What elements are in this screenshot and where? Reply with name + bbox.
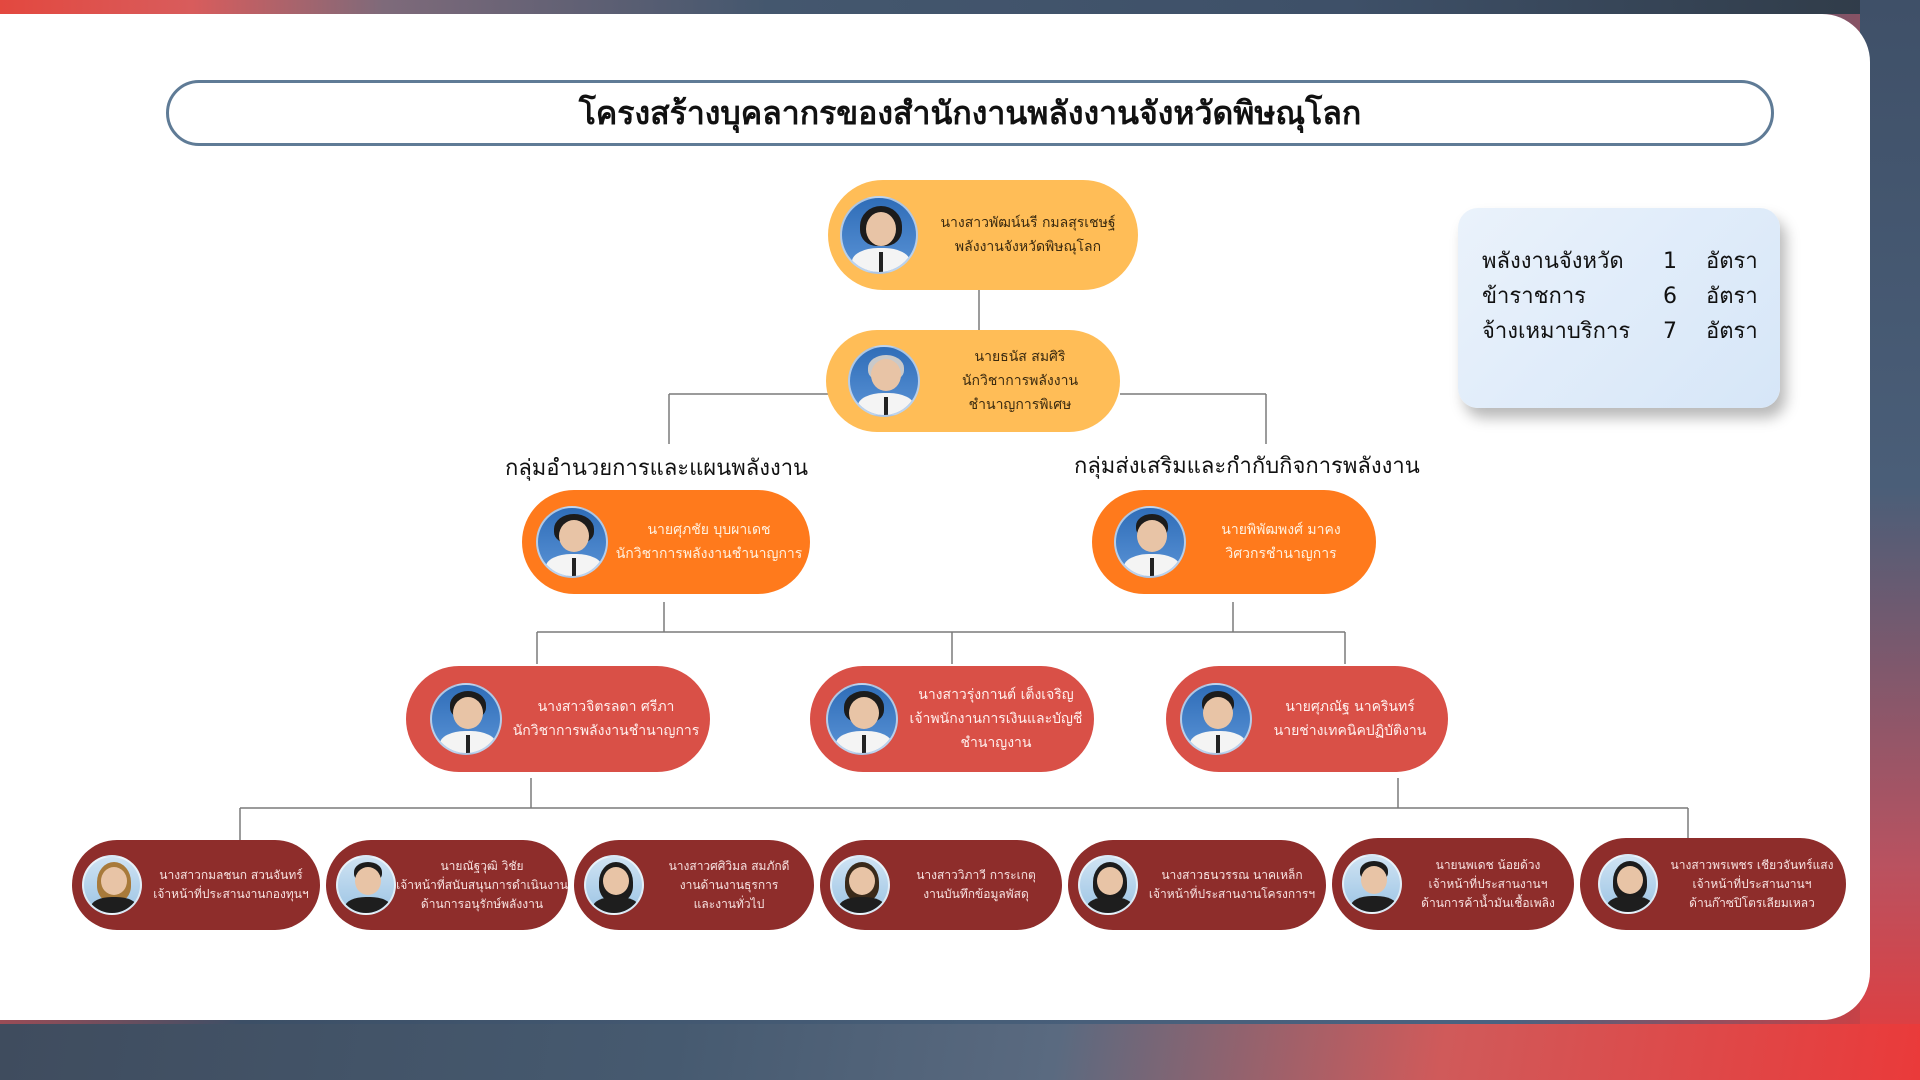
group-label-admin: กลุ่มอำนวยการและแผนพลังงาน (505, 456, 809, 481)
person-photo (830, 855, 890, 915)
stat-label: จ้างเหมาบริการ (1482, 319, 1631, 344)
node-text: นายณัฐวุฒิ วิชัย เจ้าหน้าที่สนับสนุนการด… (396, 857, 568, 914)
node-promotion-group-lead[interactable]: นายพิพัฒพงศ์ มาคง วิศวกรชำนาญการ (1092, 490, 1376, 594)
stat-count: 7 (1663, 319, 1677, 344)
person-name: นางสาวพัฒน์นรี กมลสุรเชษฐ์ (940, 215, 1116, 231)
person-title: นายช่างเทคนิคปฏิบัติงาน (1273, 723, 1427, 739)
staff-count-panel: พลังงานจังหวัด 1 อัตรา ข้าราชการ 6 อัตรา… (1458, 208, 1780, 408)
person-title: ด้านก๊าซปิโตรเลียมเหลว (1689, 895, 1815, 910)
person-photo (1598, 854, 1658, 914)
node-text: นางสาวรุ่งกานต์ เต็งเจริญ เจ้าพนักงานการ… (898, 683, 1094, 755)
person-title: นักวิชาการพลังงานชำนาญการ (615, 546, 803, 562)
person-title: ด้านการค้าน้ำมันเชื้อเพลิง (1421, 895, 1555, 910)
group-label-promotion: กลุ่มส่งเสริมและกำกับกิจการพลังงาน (1074, 454, 1420, 479)
person-photo (1114, 506, 1186, 578)
background-right-band (1860, 0, 1920, 1080)
person-title: เจ้าหน้าที่ประสานงานฯ (1692, 876, 1812, 891)
person-title: งานบันทึกข้อมูลพัสดุ (923, 887, 1029, 901)
person-photo (336, 855, 396, 915)
person-photo (840, 196, 918, 274)
stat-row: จ้างเหมาบริการ 7 อัตรา (1482, 314, 1758, 349)
person-name: นางสาวจิตรลดา ศรีภา (537, 699, 675, 715)
person-name: นางสาวศศิวิมล สมภักดี (668, 858, 790, 873)
person-photo (1342, 854, 1402, 914)
person-photo (82, 855, 142, 915)
node-staff[interactable]: นางสาวกมลชนก สวนจันทร์ เจ้าหน้าที่ประสาน… (72, 840, 320, 930)
person-title: เจ้าพนักงานการเงินและบัญชี (909, 711, 1083, 727)
background-bottom-band (0, 1024, 1920, 1080)
person-name: นางสาวธนวรรณ นาคเหล็ก (1161, 868, 1303, 882)
stat-unit: อัตรา (1706, 249, 1758, 274)
node-text: นางสาวกมลชนก สวนจันทร์ เจ้าหน้าที่ประสาน… (142, 866, 320, 904)
person-name: นายณัฐวุฒิ วิชัย (440, 858, 524, 873)
person-title: นักวิชาการพลังงาน (961, 373, 1079, 389)
stat-label: ข้าราชการ (1482, 284, 1586, 309)
node-text: นางสาวศศิวิมล สมภักดี งานด้านงานธุรการ แ… (644, 857, 814, 914)
person-title: พลังงานจังหวัดพิษณุโลก (954, 239, 1102, 255)
node-staff[interactable]: นางสาวธนวรรณ นาคเหล็ก เจ้าหน้าที่ประสานง… (1068, 840, 1326, 930)
person-name: นางสาววิภาวี การะเกตุ (916, 868, 1036, 882)
person-name: นายศุภชัย บุบผาเดช (647, 522, 771, 538)
person-title: เจ้าหน้าที่สนับสนุนการดำเนินงาน (396, 877, 568, 892)
stat-label: พลังงานจังหวัด (1482, 249, 1624, 274)
node-staff[interactable]: นางสาววิภาวี การะเกตุ งานบันทึกข้อมูลพัส… (820, 840, 1062, 930)
person-photo (584, 855, 644, 915)
person-photo (826, 683, 898, 755)
person-photo (1078, 855, 1138, 915)
node-deputy[interactable]: นายธนัส สมศิริ นักวิชาการพลังงาน ชำนาญกา… (826, 330, 1120, 432)
person-title: เจ้าหน้าที่ประสานงานโครงการฯ (1148, 887, 1316, 901)
person-title: ด้านการอนุรักษ์พลังงาน (420, 896, 544, 911)
node-text: นางสาวพรเพชร เชียวจันทร์แสง เจ้าหน้าที่ป… (1658, 856, 1846, 913)
node-admin-group-lead[interactable]: นายศุภชัย บุบผาเดช นักวิชาการพลังงานชำนา… (522, 490, 810, 594)
person-photo (430, 683, 502, 755)
background-top-band (0, 0, 1920, 14)
node-provincial-energy-head[interactable]: นางสาวพัฒน์นรี กมลสุรเชษฐ์ พลังงานจังหวั… (828, 180, 1138, 290)
person-name: นายพิพัฒพงศ์ มาคง (1221, 522, 1341, 538)
node-text: นายนพเดช น้อยด้วง เจ้าหน้าที่ประสานงานฯ … (1402, 856, 1574, 913)
person-name: นายนพเดช น้อยด้วง (1435, 857, 1541, 872)
person-name: นางสาวพรเพชร เชียวจันทร์แสง (1670, 857, 1834, 872)
person-title: และงานทั่วไป (693, 896, 765, 911)
stat-row: พลังงานจังหวัด 1 อัตรา (1482, 244, 1758, 279)
person-name: นายศุภณัฐ นาครินทร์ (1285, 699, 1415, 715)
page-title: โครงสร้างบุคลากรของสำนักงานพลังงานจังหวั… (578, 93, 1362, 132)
node-staff[interactable]: นางสาวพรเพชร เชียวจันทร์แสง เจ้าหน้าที่ป… (1580, 838, 1846, 930)
stat-unit: อัตรา (1706, 284, 1758, 309)
person-photo (536, 506, 608, 578)
stat-count: 6 (1663, 284, 1677, 309)
person-title: เจ้าหน้าที่ประสานงานกองทุนฯ (153, 887, 309, 901)
node-level3-finance[interactable]: นางสาวรุ่งกานต์ เต็งเจริญ เจ้าพนักงานการ… (810, 666, 1094, 772)
person-photo (1180, 683, 1252, 755)
node-text: นางสาววิภาวี การะเกตุ งานบันทึกข้อมูลพัส… (890, 866, 1062, 904)
node-text: นางสาวพัฒน์นรี กมลสุรเชษฐ์ พลังงานจังหวั… (918, 211, 1138, 259)
person-title: วิศวกรชำนาญการ (1225, 546, 1337, 562)
person-photo (848, 345, 920, 417)
node-staff[interactable]: นางสาวศศิวิมล สมภักดี งานด้านงานธุรการ แ… (574, 840, 814, 930)
node-staff[interactable]: นายนพเดช น้อยด้วง เจ้าหน้าที่ประสานงานฯ … (1332, 838, 1574, 930)
node-text: นายศุภชัย บุบผาเดช นักวิชาการพลังงานชำนา… (608, 518, 810, 566)
title-banner: โครงสร้างบุคลากรของสำนักงานพลังงานจังหวั… (166, 80, 1774, 146)
node-text: นายศุภณัฐ นาครินทร์ นายช่างเทคนิคปฏิบัติ… (1252, 695, 1448, 743)
node-text: นางสาวจิตรลดา ศรีภา นักวิชาการพลังงานชำน… (502, 695, 710, 743)
person-title: ชำนาญงาน (960, 735, 1032, 751)
stat-unit: อัตรา (1706, 319, 1758, 344)
node-text: นายพิพัฒพงศ์ มาคง วิศวกรชำนาญการ (1186, 518, 1376, 566)
node-text: นายธนัส สมศิริ นักวิชาการพลังงาน ชำนาญกา… (920, 345, 1120, 417)
person-name: นางสาวกมลชนก สวนจันทร์ (159, 868, 303, 882)
stat-count: 1 (1663, 249, 1677, 274)
node-level3-officer[interactable]: นางสาวจิตรลดา ศรีภา นักวิชาการพลังงานชำน… (406, 666, 710, 772)
node-staff[interactable]: นายณัฐวุฒิ วิชัย เจ้าหน้าที่สนับสนุนการด… (326, 840, 568, 930)
node-text: นางสาวธนวรรณ นาคเหล็ก เจ้าหน้าที่ประสานง… (1138, 866, 1326, 904)
person-name: นายธนัส สมศิริ (974, 349, 1066, 365)
stat-row: ข้าราชการ 6 อัตรา (1482, 279, 1758, 314)
person-title: เจ้าหน้าที่ประสานงานฯ (1428, 876, 1548, 891)
person-name: นางสาวรุ่งกานต์ เต็งเจริญ (918, 687, 1074, 703)
person-title: งานด้านงานธุรการ (679, 877, 779, 892)
person-title: นักวิชาการพลังงานชำนาญการ (512, 723, 700, 739)
node-level3-technician[interactable]: นายศุภณัฐ นาครินทร์ นายช่างเทคนิคปฏิบัติ… (1166, 666, 1448, 772)
person-title: ชำนาญการพิเศษ (968, 397, 1072, 413)
